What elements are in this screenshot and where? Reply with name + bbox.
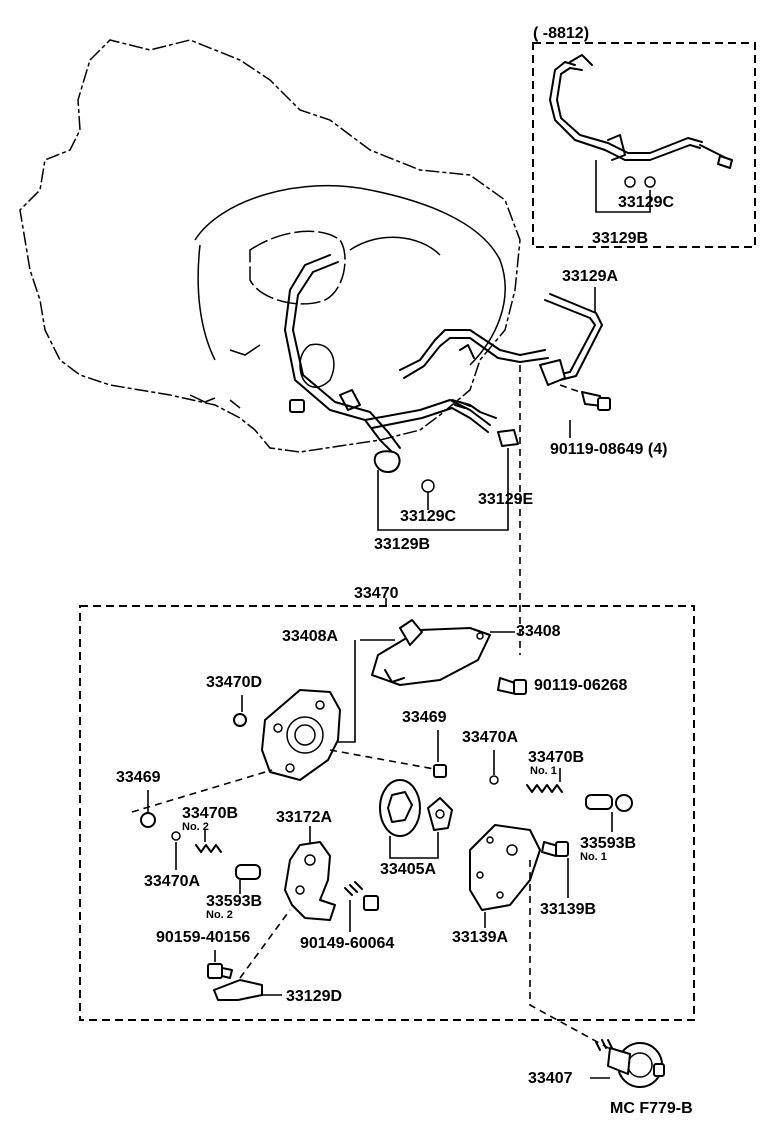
- label-33469-right: 33469: [402, 709, 447, 726]
- cover-plate-33139A: [469, 824, 541, 928]
- label-33470B-right: 33470B: [528, 749, 584, 766]
- label-33407: 33407: [528, 1070, 573, 1087]
- label-33129E: 33129E: [478, 491, 533, 508]
- oil-pump-assembly-box: [79, 598, 695, 1021]
- label-33469-left: 33469: [116, 769, 161, 786]
- label-33129C-inset: 33129C: [618, 194, 674, 211]
- label-33129B: 33129B: [374, 536, 430, 553]
- label-90149-60064: 90149-60064: [300, 935, 394, 952]
- label-33470B-left: 33470B: [182, 805, 238, 822]
- bolt-90149-60064: [344, 881, 379, 932]
- drive-gear-33407: [529, 860, 665, 1088]
- rotor-set-33405A: [379, 779, 453, 859]
- upper-leaders: [377, 287, 596, 655]
- housing-33172A: [284, 826, 336, 921]
- label-33470D: 33470D: [206, 674, 262, 691]
- valves-33593B: [235, 794, 633, 894]
- inset-box: ( -8812): [532, 25, 756, 248]
- label-33470A-right: 33470A: [462, 729, 518, 746]
- label-33129C: 33129C: [400, 508, 456, 525]
- label-no2-33593B: No. 2: [206, 909, 233, 921]
- bolt-33139B: [541, 841, 569, 898]
- label-33139A: 33139A: [452, 929, 508, 946]
- label-90119-06268: 90119-06268: [534, 677, 628, 694]
- label-33405A: 33405A: [380, 861, 436, 878]
- bracket-33408: [335, 619, 515, 743]
- pipe-33129A: [539, 293, 603, 386]
- label-no2-33470B: No. 2: [182, 821, 209, 833]
- inset-range-label: ( -8812): [533, 25, 589, 42]
- label-33593B-left: 33593B: [206, 893, 262, 910]
- label-90119-08649: 90119-08649 (4): [550, 441, 667, 458]
- label-90159-40156: 90159-40156: [156, 929, 250, 946]
- label-33129D: 33129D: [286, 988, 342, 1005]
- transaxle-housing: [19, 39, 521, 453]
- label-diagram-code: MC F779-B: [610, 1100, 693, 1117]
- plugs-33469: [140, 730, 499, 828]
- callout-labels: 33129C 33129B 33129A 90119-08649 (4) 33129E 3…: [116, 194, 693, 1117]
- springs-33470B: [195, 768, 563, 853]
- label-no1-33593B: No. 1: [580, 851, 607, 863]
- bolt-90119-06268: [497, 677, 527, 695]
- label-33408A: 33408A: [282, 628, 338, 645]
- bolt-90119-08649: [559, 384, 611, 411]
- label-33129A: 33129A: [562, 268, 618, 285]
- label-no1-33470B: No. 1: [530, 765, 557, 777]
- label-33129B-inset: 33129B: [592, 230, 648, 247]
- breather-pipe-main: [284, 254, 549, 473]
- label-33139B: 33139B: [540, 901, 596, 918]
- seal-33470A-left: [171, 831, 181, 870]
- clip-33129D: [207, 909, 291, 1001]
- label-33593B-right: 33593B: [580, 835, 636, 852]
- label-33408: 33408: [516, 623, 561, 640]
- pump-body: [131, 689, 441, 813]
- label-33172A: 33172A: [276, 809, 332, 826]
- callout-sublabels: No. 1 No. 2 No. 1 No. 2: [182, 765, 607, 921]
- label-33470: 33470: [354, 585, 399, 602]
- label-33470A-left: 33470A: [144, 873, 200, 890]
